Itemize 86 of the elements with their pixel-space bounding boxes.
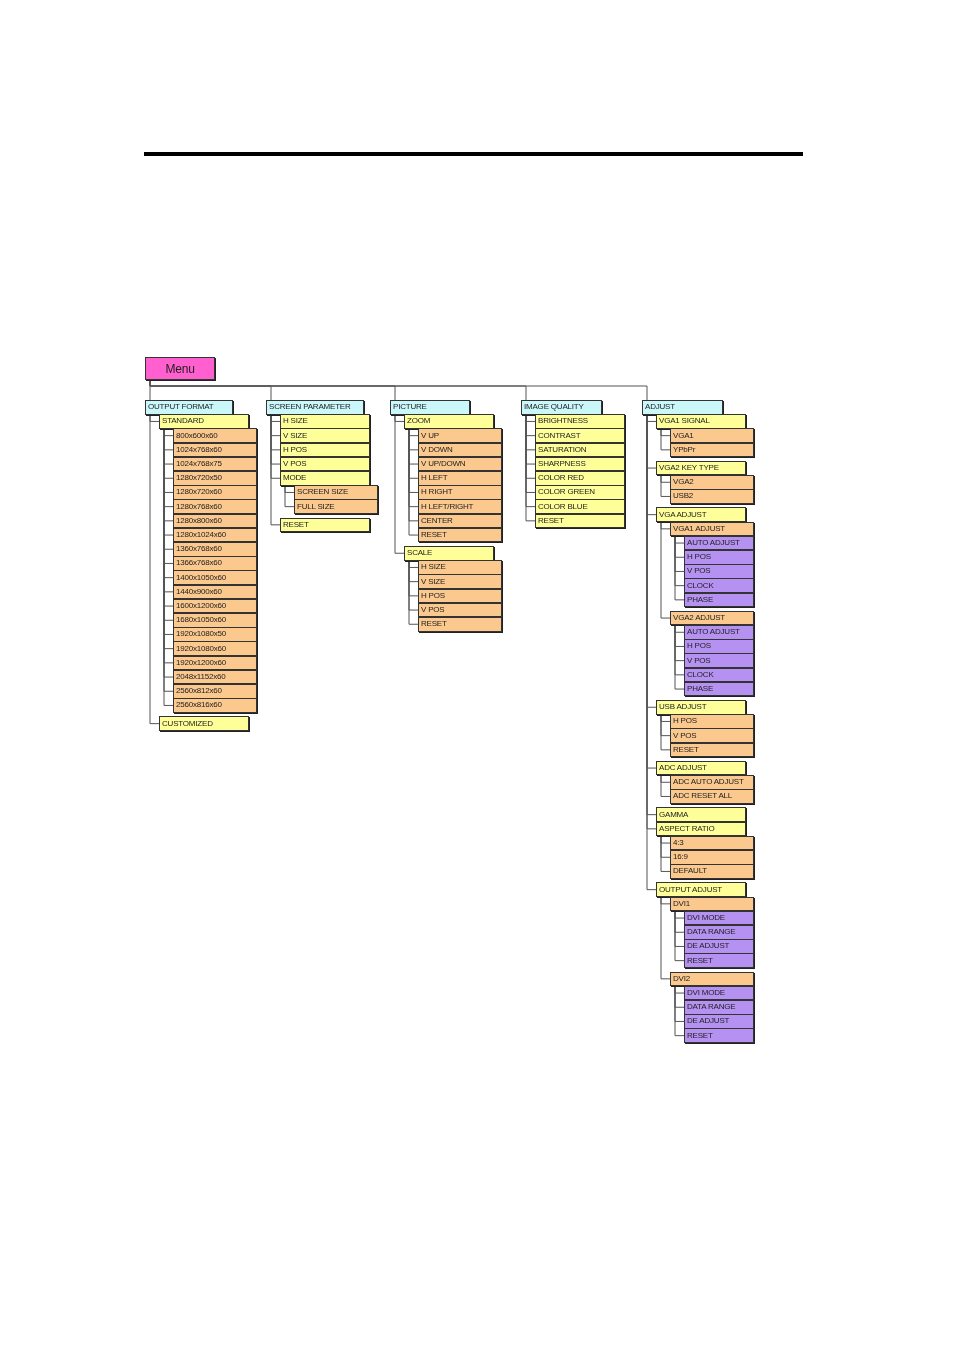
setting-box: H POS [684, 550, 754, 565]
submenu-box: VGA2 KEY TYPE [656, 460, 746, 476]
option-box: RESET [418, 617, 502, 632]
menu-category-box: ADJUST [642, 400, 723, 415]
tree-connector [660, 474, 671, 497]
option-box: H POS [670, 714, 754, 729]
option-box: ADC RESET ALL [670, 789, 754, 804]
tree-connector [660, 835, 671, 872]
submenu-box: RESET [280, 517, 370, 533]
menu-category-box: OUTPUT FORMAT [145, 400, 233, 415]
submenu-box: COLOR BLUE [535, 499, 625, 514]
setting-box: AUTO ADJUST [684, 625, 754, 640]
setting-box: V POS [684, 564, 754, 579]
option-box: DVI2 [670, 971, 754, 987]
tree-connector [149, 414, 160, 725]
option-box: DEFAULT [670, 864, 754, 879]
submenu-box: USB ADJUST [656, 700, 746, 715]
tree-connector [674, 985, 685, 1037]
submenu-box: COLOR RED [535, 471, 625, 486]
setting-box: RESET [684, 1028, 754, 1043]
submenu-box: SCALE [404, 546, 494, 561]
option-box: 1366x768x60 [173, 556, 257, 571]
setting-box: H POS [684, 639, 754, 654]
option-box: 1360x768x60 [173, 542, 257, 557]
setting-box: CLOCK [684, 578, 754, 593]
tree-connector [660, 521, 671, 619]
option-box: 1280x720x60 [173, 485, 257, 500]
option-box: FULL SIZE [294, 499, 378, 514]
tree-connector [674, 535, 685, 601]
option-box: V POS [670, 728, 754, 743]
option-box: 1920x1080x60 [173, 641, 257, 656]
setting-box: DE ADJUST [684, 939, 754, 954]
option-box: USB2 [670, 489, 754, 504]
submenu-box: CUSTOMIZED [159, 716, 249, 731]
setting-box: V POS [684, 653, 754, 668]
option-box: 16:9 [670, 850, 754, 865]
tree-connector [394, 414, 405, 554]
option-box: VGA2 ADJUST [670, 610, 754, 626]
tree-connector [660, 896, 671, 980]
submenu-box: OUTPUT ADJUST [656, 882, 746, 897]
tree-connector [674, 624, 685, 690]
submenu-box: GAMMA [656, 807, 746, 822]
option-box: VGA1 [670, 428, 754, 443]
submenu-box: VGA1 SIGNAL [656, 414, 746, 429]
option-box: 1680x1050x60 [173, 613, 257, 628]
option-box: 1280x720x50 [173, 471, 257, 486]
tree-connector [674, 910, 685, 962]
option-box: 1280x768x60 [173, 499, 257, 514]
setting-box: DATA RANGE [684, 925, 754, 940]
submenu-box: MODE [280, 471, 370, 486]
submenu-box: COLOR GREEN [535, 485, 625, 500]
tree-connector [408, 560, 419, 625]
tree-connector [270, 414, 281, 526]
option-box: SCREEN SIZE [294, 485, 378, 500]
setting-box: DE ADJUST [684, 1014, 754, 1029]
option-box: H LEFT [418, 471, 502, 486]
tree-connector [284, 485, 295, 508]
option-box: H LEFT/RIGHT [418, 499, 502, 514]
option-box: VGA2 [670, 475, 754, 490]
option-box: 800x600x60 [173, 428, 257, 443]
tree-connector [660, 774, 671, 797]
option-box: 1400x1050x60 [173, 570, 257, 585]
option-box: H SIZE [418, 560, 502, 575]
submenu-box: VGA ADJUST [656, 507, 746, 522]
option-box: 1920x1080x50 [173, 627, 257, 642]
submenu-box: BRIGHTNESS [535, 414, 625, 429]
menu-category-box: PICTURE [390, 400, 470, 415]
menu-box: Menu [145, 357, 215, 380]
submenu-box: ZOOM [404, 414, 494, 429]
setting-box: DATA RANGE [684, 1000, 754, 1015]
option-box: ADC AUTO ADJUST [670, 775, 754, 790]
setting-box: RESET [684, 953, 754, 968]
submenu-box: CONTRAST [535, 428, 625, 443]
option-box: H RIGHT [418, 485, 502, 500]
submenu-box: STANDARD [159, 414, 249, 429]
option-box: 2560x812x60 [173, 684, 257, 699]
tree-connector [660, 428, 671, 451]
submenu-box: V SIZE [280, 428, 370, 443]
menu-category-box: SCREEN PARAMETER [266, 400, 364, 415]
option-box: V UP [418, 428, 502, 443]
submenu-box: ADC ADJUST [656, 760, 746, 776]
tree-connector [660, 714, 671, 751]
menu-category-box: IMAGE QUALITY [521, 400, 602, 415]
option-box: 2560x816x60 [173, 698, 257, 713]
option-box: V SIZE [418, 574, 502, 589]
submenu-box: H SIZE [280, 414, 370, 429]
